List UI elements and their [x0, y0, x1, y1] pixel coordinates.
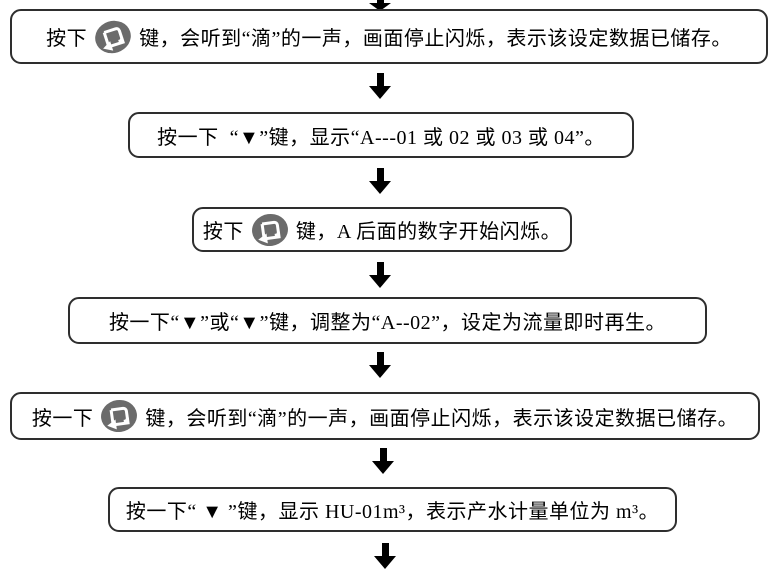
flow-arrow-bottom — [374, 543, 396, 569]
flow-arrow-2 — [369, 168, 391, 194]
step-text: 按一下“ ▼ ”键，显示 HU-01m³，表示产水计量单位为 m³。 — [125, 501, 660, 523]
arrow-stem — [376, 352, 384, 365]
step-text: 键，会听到“滴”的一声，画面停止闪烁，表示该设定数据已储存。 — [145, 407, 739, 430]
arrow-head — [369, 86, 391, 99]
arrow-head — [369, 365, 391, 378]
arrow-stem — [376, 168, 384, 181]
flow-arrow-1 — [369, 73, 391, 99]
flow-step-6: 按一下“ ▼ ”键，显示 HU-01m³，表示产水计量单位为 m³。 — [108, 487, 677, 532]
arrow-head — [369, 3, 391, 11]
flow-step-4: 按一下“▼”或“▼”键，调整为“A--02”，设定为流量即时再生。 — [68, 297, 707, 344]
flow-step-2: 按一下 “▼”键，显示“A---01 或 02 或 03 或 04”。 — [128, 112, 634, 158]
arrow-head — [374, 556, 396, 569]
arrow-head — [372, 461, 394, 474]
step-text: 按一下 — [31, 407, 94, 430]
step-text: 键，A 后面的数字开始闪烁。 — [295, 221, 562, 243]
arrow-stem — [376, 262, 384, 275]
enter-key-icon — [251, 213, 288, 246]
flow-step-1: 按下 键，会听到“滴”的一声，画面停止闪烁，表示该设定数据已储存。 — [10, 9, 768, 64]
enter-key-icon — [95, 20, 131, 53]
enter-key-icon — [101, 399, 138, 433]
arrow-stem — [381, 543, 389, 556]
arrow-head — [369, 275, 391, 288]
arrow-head — [369, 181, 391, 194]
flow-arrow-top — [369, 0, 391, 11]
step-text: 按一下 “▼”键，显示“A---01 或 02 或 03 或 04”。 — [157, 126, 605, 149]
arrow-stem — [379, 448, 387, 461]
flow-step-5: 按一下 键，会听到“滴”的一声，画面停止闪烁，表示该设定数据已储存。 — [10, 392, 760, 440]
flow-arrow-4 — [369, 352, 391, 378]
step-text: 按下 — [202, 221, 244, 243]
arrow-stem — [376, 73, 384, 86]
step-text: 按下 — [46, 28, 88, 50]
arrow-stem — [376, 0, 384, 3]
flow-arrow-3 — [369, 262, 391, 288]
step-text: 键，会听到“滴”的一声，画面停止闪烁，表示该设定数据已储存。 — [139, 28, 732, 50]
step-text: 按一下“▼”或“▼”键，调整为“A--02”，设定为流量即时再生。 — [108, 312, 667, 334]
flow-arrow-5 — [372, 448, 394, 474]
flow-step-3: 按下 键，A 后面的数字开始闪烁。 — [192, 207, 572, 252]
